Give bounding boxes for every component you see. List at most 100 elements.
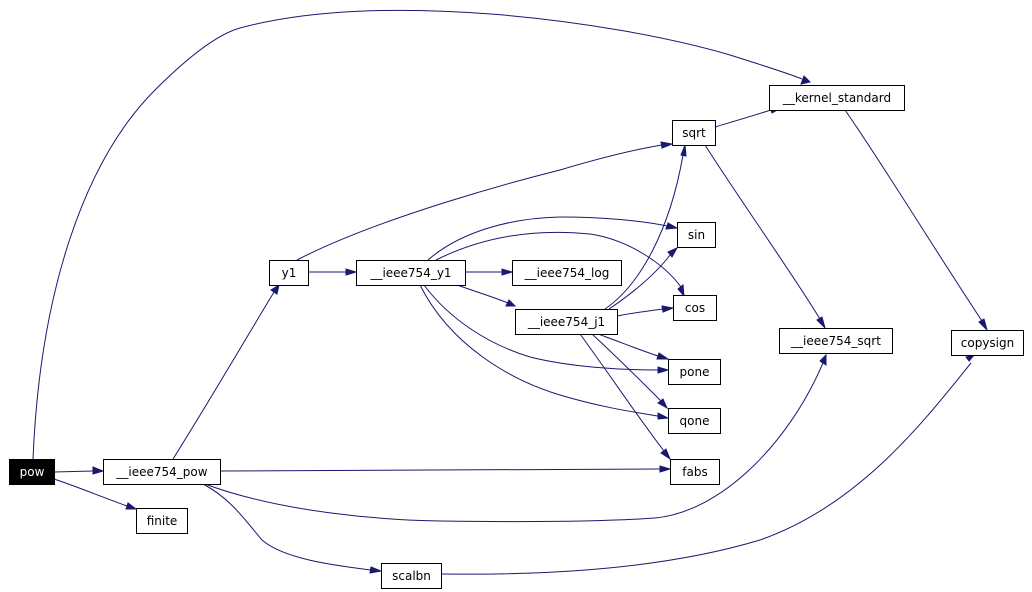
edge-line xyxy=(456,284,509,304)
node-fabs[interactable]: fabs xyxy=(670,459,720,485)
arrowhead xyxy=(505,299,517,307)
edge-line xyxy=(844,109,983,322)
node-box[interactable] xyxy=(269,260,309,286)
node-box[interactable] xyxy=(381,563,442,589)
edge-ieee754_y1-to-qone xyxy=(419,284,670,420)
node-sqrt[interactable]: sqrt xyxy=(672,120,716,146)
node-ieee754-pow[interactable]: __ieee754_pow xyxy=(103,459,221,485)
edge-line xyxy=(440,362,972,575)
node-y1[interactable]: y1 xyxy=(269,260,309,286)
node-ieee754-j1[interactable]: __ieee754_j1 xyxy=(515,309,618,335)
node-box[interactable] xyxy=(670,459,720,485)
edge-ieee754_j1-to-pone xyxy=(597,333,670,360)
node-copysign[interactable]: copysign xyxy=(951,330,1024,356)
edge-y1-to-ieee754_y1 xyxy=(308,268,358,276)
edge-pow-to-kernel_standard xyxy=(32,9,811,460)
edge-ieee754_pow-to-fabs xyxy=(219,465,672,473)
edge-y1-to-sqrt xyxy=(296,141,674,261)
node-ieee754-sqrt[interactable]: __ieee754_sqrt xyxy=(779,328,893,354)
node-pone[interactable]: pone xyxy=(668,359,721,385)
edge-ieee754_pow-to-ieee754_sqrt xyxy=(204,353,827,523)
node-box[interactable] xyxy=(769,85,905,111)
arrowhead xyxy=(657,366,670,374)
arrowhead xyxy=(657,412,670,420)
node-box[interactable] xyxy=(668,359,721,385)
edge-kernel_standard-to-copysign xyxy=(844,109,988,332)
edge-line xyxy=(579,333,665,452)
edge-line xyxy=(423,284,659,371)
edge-line xyxy=(296,144,663,261)
arrowhead xyxy=(345,268,358,276)
arrowhead xyxy=(978,318,988,332)
node-box[interactable] xyxy=(672,120,716,146)
arrowhead xyxy=(677,284,685,298)
node-box[interactable] xyxy=(515,309,618,335)
node-label: finite xyxy=(147,514,178,528)
node-box[interactable] xyxy=(356,260,466,286)
node-box[interactable] xyxy=(951,330,1024,356)
edge-ieee754_pow-to-scalbn xyxy=(202,483,383,574)
edge-line xyxy=(53,478,128,507)
arrowhead xyxy=(125,502,138,510)
edge-line xyxy=(608,254,671,310)
node-box[interactable] xyxy=(668,408,721,434)
node-box[interactable] xyxy=(512,260,622,286)
node-box[interactable] xyxy=(136,508,188,534)
edge-ieee754_y1-to-sin xyxy=(427,216,679,261)
edge-ieee754_j1-to-fabs xyxy=(579,333,672,461)
node-ieee754-log[interactable]: __ieee754_log xyxy=(512,260,622,286)
arrowhead xyxy=(819,353,827,366)
edge-ieee754_y1-to-ieee754_log xyxy=(465,268,514,276)
node-scalbn[interactable]: scalbn xyxy=(381,563,442,589)
edge-line xyxy=(704,144,821,320)
edge-line xyxy=(53,470,94,473)
edge-line xyxy=(604,154,684,310)
edge-line xyxy=(427,216,668,261)
node-label: __ieee754_pow xyxy=(115,465,207,479)
node-label: __kernel_standard xyxy=(782,91,891,105)
edge-line xyxy=(204,362,824,523)
node-label: scalbn xyxy=(392,569,431,583)
node-label: pow xyxy=(20,465,45,479)
edge-line xyxy=(597,333,659,357)
edge-line xyxy=(714,109,772,128)
node-label: __ieee754_j1 xyxy=(527,315,605,329)
edge-line xyxy=(591,333,662,402)
arrowhead xyxy=(680,144,687,157)
arrowhead xyxy=(660,141,674,149)
node-sin[interactable]: sin xyxy=(677,222,716,248)
edge-ieee754_y1-to-pone xyxy=(423,284,670,374)
node-box[interactable] xyxy=(779,328,893,354)
edge-pow-to-finite xyxy=(53,478,138,510)
edge-ieee754_y1-to-ieee754_j1 xyxy=(456,284,517,307)
edge-ieee754_j1-to-sin xyxy=(608,246,679,310)
node-ieee754-y1[interactable]: __ieee754_y1 xyxy=(356,260,466,286)
arrowhead xyxy=(800,75,811,85)
arrowhead xyxy=(657,398,669,410)
arrowhead xyxy=(816,316,826,330)
arrowhead xyxy=(369,566,383,574)
edge-line xyxy=(616,308,664,317)
edge-ieee754_j1-to-sqrt xyxy=(604,144,687,310)
node-pow[interactable]: pow xyxy=(9,459,55,485)
node-cos[interactable]: cos xyxy=(673,295,717,321)
arrowhead xyxy=(661,305,675,313)
node-box[interactable] xyxy=(673,295,717,321)
node-kernel-standard[interactable]: __kernel_standard xyxy=(769,85,905,111)
node-box[interactable] xyxy=(677,222,716,248)
node-label: qone xyxy=(680,414,710,428)
node-qone[interactable]: qone xyxy=(668,408,721,434)
edge-pow-to-ieee754_pow xyxy=(53,466,105,475)
edge-ieee754_y1-to-cos xyxy=(435,231,685,298)
node-label: sqrt xyxy=(682,126,706,140)
node-box[interactable] xyxy=(103,459,221,485)
edge-line xyxy=(172,291,275,460)
node-box[interactable] xyxy=(9,459,55,485)
edge-ieee754_j1-to-qone xyxy=(591,333,669,410)
node-finite[interactable]: finite xyxy=(136,508,188,534)
node-label: pone xyxy=(680,365,710,379)
node-label: cos xyxy=(685,301,705,315)
node-label: __ieee754_sqrt xyxy=(790,334,881,348)
arrowhead xyxy=(659,465,672,473)
